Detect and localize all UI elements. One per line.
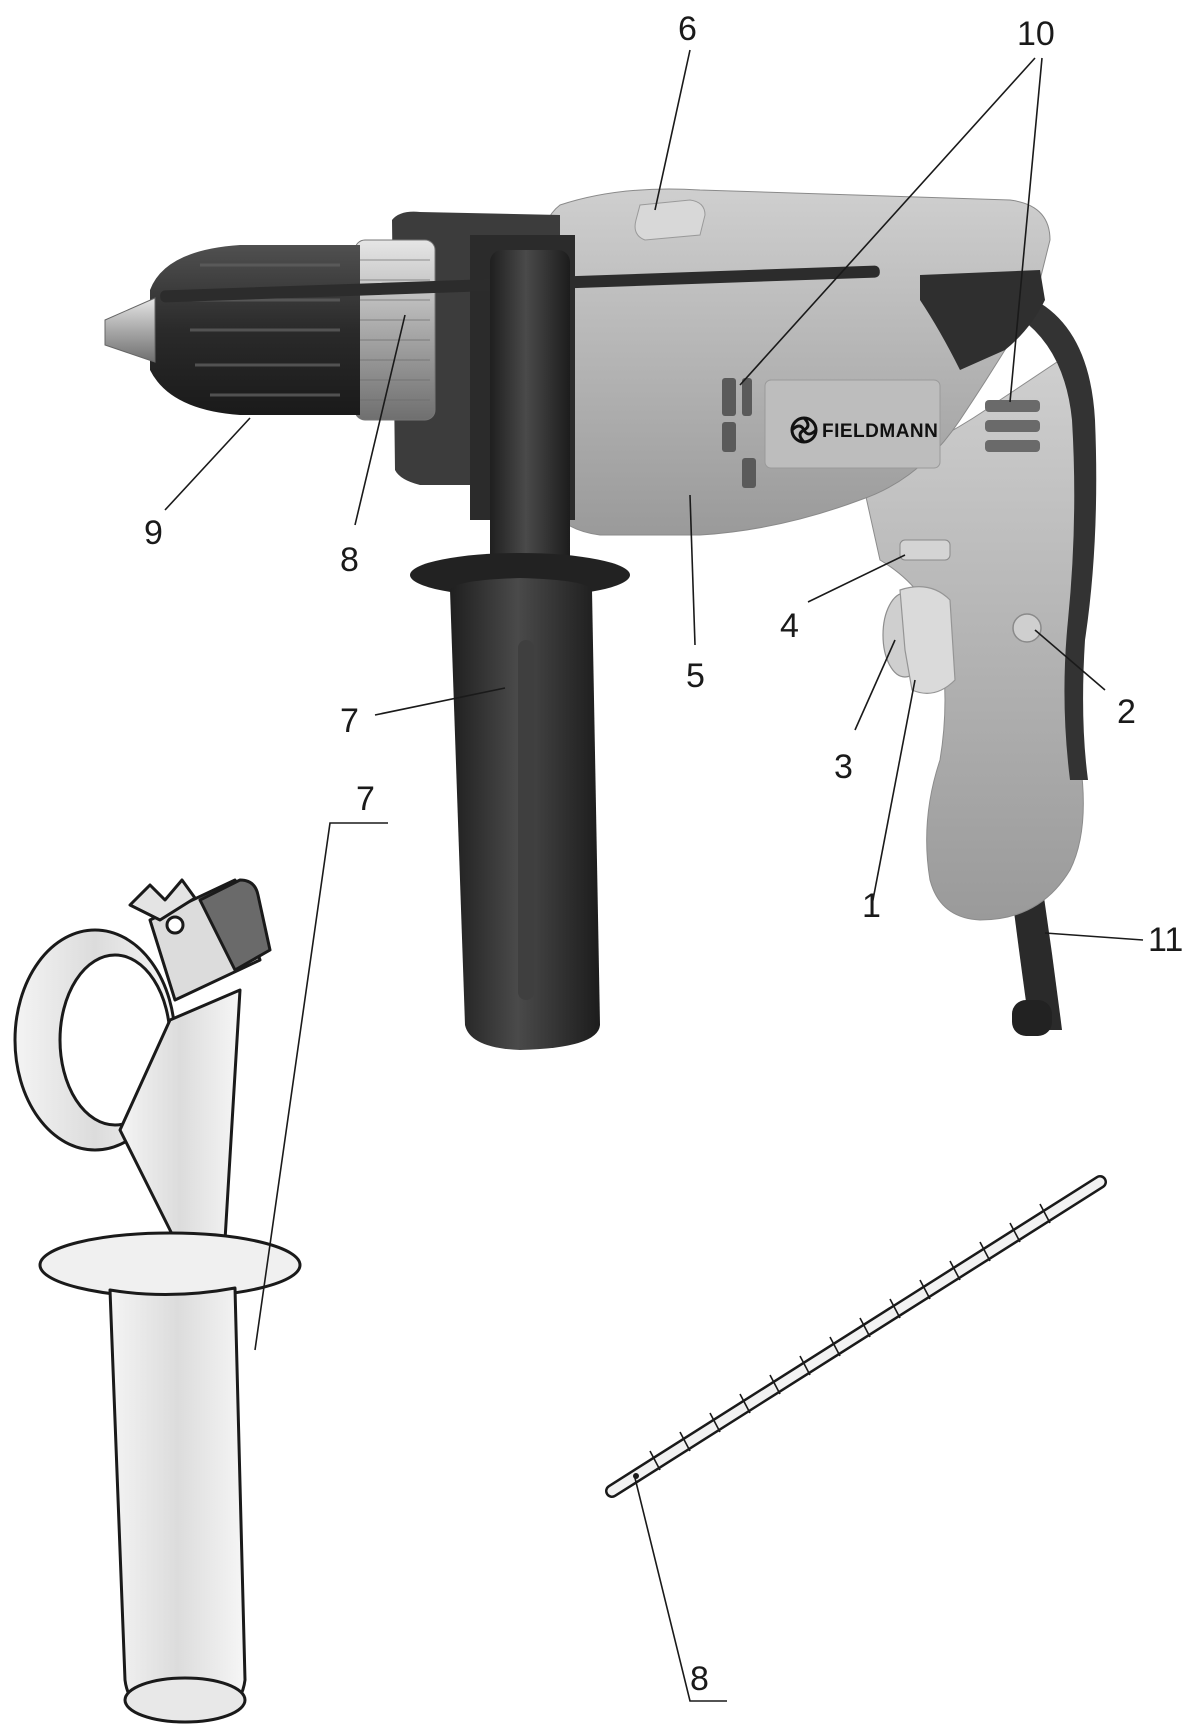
- leader-8b: [634, 1477, 727, 1702]
- leader-7a: [374, 687, 506, 716]
- top-selector-button: [634, 199, 706, 241]
- leader-4: [807, 554, 906, 603]
- leader-7b: [254, 822, 388, 1351]
- callout-7-drill: 7: [340, 702, 359, 740]
- vent-slots-left: [722, 378, 756, 488]
- rod-notches: [649, 1203, 1051, 1471]
- callout-8-rod: 8: [690, 1660, 709, 1698]
- fan-logo-icon: [790, 416, 818, 444]
- callout-2: 2: [1117, 693, 1136, 731]
- drill: FIELDMANN: [104, 188, 1097, 1050]
- depth-stop-rod-drawing: [605, 1175, 1107, 1498]
- leader-10b: [1009, 57, 1043, 403]
- handle-grip-cap: [123, 1676, 247, 1724]
- callout-1: 1: [862, 887, 881, 925]
- leader-5: [689, 494, 696, 646]
- rod-body-fill: [607, 1177, 1105, 1496]
- callout-6: 6: [678, 10, 697, 48]
- trigger-switch: [899, 586, 956, 694]
- callout-8-drill: 8: [340, 541, 359, 579]
- chuck-knurled-sleeve: [354, 239, 436, 421]
- wing-nut: [128, 878, 197, 922]
- leader-2: [1034, 629, 1106, 691]
- callout-10: 10: [1017, 15, 1055, 53]
- brand-logo-text: FIELDMANN: [822, 421, 938, 442]
- handle-grip: [108, 1286, 247, 1724]
- handle-guard-disc: [38, 1231, 302, 1299]
- callout-7-handle: 7: [356, 780, 375, 818]
- chuck-grip-ribs: [190, 263, 340, 397]
- callout-leaders: [164, 49, 1144, 1702]
- cord-end: [1012, 1000, 1052, 1036]
- callout-4: 4: [780, 607, 799, 645]
- aux-handle-stem: [490, 250, 570, 570]
- callout-3: 3: [834, 748, 853, 786]
- leader-8a: [354, 314, 406, 526]
- aux-handle-groove: [518, 640, 534, 1000]
- callout-11: 11: [1148, 921, 1183, 959]
- chuck-tip: [104, 297, 156, 363]
- grip-rear-strip: [1020, 300, 1097, 780]
- clamp-screw: [165, 915, 185, 935]
- leader-9: [164, 417, 251, 511]
- leader-6: [654, 49, 691, 211]
- leader-10a: [739, 57, 1036, 386]
- side-handle-drawing: [13, 878, 302, 1724]
- callout-5: 5: [686, 657, 705, 695]
- leader-3: [854, 639, 896, 731]
- leader-1: [871, 679, 916, 906]
- callout-labels: 1 2 3 4 5 6 7 7 8 8 9 10 11: [144, 10, 1183, 1698]
- side-panel-dark: [920, 270, 1045, 370]
- direction-switch: [899, 539, 951, 561]
- handle-clamp-pad: [198, 878, 272, 972]
- leader-11: [1044, 932, 1144, 941]
- handle-neck: [118, 988, 242, 1252]
- callout-9: 9: [144, 514, 163, 552]
- vent-slots-right: [985, 400, 1040, 452]
- rod-end-hole: [633, 1473, 639, 1479]
- lock-button: [1012, 613, 1042, 643]
- label-plate: [764, 379, 941, 469]
